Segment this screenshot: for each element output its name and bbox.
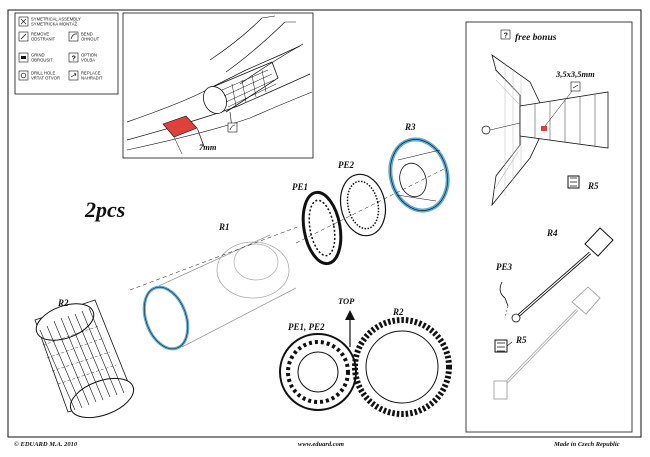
legend-item-option: ? OPTION VOLBA (68, 52, 97, 63)
sheet-border (7, 9, 642, 438)
quantity-label: 2pcs (84, 197, 125, 222)
assembly-axis (295, 167, 447, 244)
footer-origin: Made in Czech Republic (553, 441, 620, 448)
legend-text2: ODSTRANIT (31, 37, 56, 42)
legend-text2: VOLBA (81, 58, 95, 63)
legend: SYMETRICAL ASSEMBLY SYMETRICKÁ MONTÁŽ RE… (14, 12, 119, 95)
bonus-title: free bonus (515, 33, 557, 43)
legend-item-grind: GRIND OBROUSIT (18, 53, 53, 63)
pe3-part (499, 281, 509, 319)
label-r1: R1 (218, 222, 230, 232)
option-icon (500, 29, 511, 40)
label-top: TOP (338, 296, 355, 306)
footer-copyright: © EDUARD M.A. 2010 (14, 441, 78, 448)
legend-item-replace: REPLACE NAHRADIT (68, 71, 103, 81)
legend-text2: SYMETRICKÁ MONTÁŽ (31, 22, 78, 27)
bonus-red-mark (541, 126, 547, 131)
pe1-ring-part (301, 190, 343, 266)
legend-text2: OHNOUT (81, 37, 100, 42)
legend-item-symmetrical: SYMETRICAL ASSEMBLY SYMETRICKÁ MONTÁŽ (18, 17, 81, 27)
svg-text:?: ? (72, 56, 76, 63)
footer-website: www.eduard.com (298, 441, 344, 448)
label-pe1-pe2: PE1, PE2 (288, 322, 325, 332)
option-icon (68, 52, 79, 63)
detail-inset: 7mm (122, 12, 314, 159)
r3-ring-part (388, 137, 450, 213)
legend-item-bend: BEND OHNOUT (68, 31, 100, 42)
top-arrow (345, 310, 355, 347)
label-bonus-r5: R5 (587, 181, 599, 191)
legend-text: GRIND (31, 53, 45, 58)
r5-bottom-part (494, 339, 513, 353)
svg-text:?: ? (504, 33, 508, 40)
bend-icon (68, 31, 79, 42)
legend-text: REPLACE (81, 71, 101, 76)
r4-antenna-part (511, 227, 614, 323)
legend-text2: OBROUSIT (31, 58, 53, 63)
legend-text: OPTION (81, 53, 97, 58)
label-pe1: PE1 (292, 182, 308, 192)
measure-label: 7mm (199, 142, 217, 152)
aircraft-tail-view (481, 54, 609, 207)
legend-text: REMOVE (31, 32, 49, 37)
r1-cylinder-part (129, 225, 301, 351)
label-pe2: PE2 (338, 160, 355, 170)
label-r2-bottom: R2 (392, 307, 404, 317)
bend-icon (227, 122, 238, 133)
legend-text: SYMETRICAL ASSEMBLY (31, 17, 81, 22)
legend-text: BEND (81, 32, 93, 37)
r2-nozzle-part (34, 299, 135, 419)
pe1-pe2-top-view (279, 333, 357, 411)
legend-item-drill: DRILL HOLE VRTAT OTVOR (18, 70, 60, 81)
assembled-antenna-ghost (493, 286, 601, 400)
label-pe3: PE3 (496, 262, 513, 272)
pe2-ring-part (339, 173, 387, 237)
bonus-panel: ? free bonus 3,5x3,5mm R5 (465, 21, 633, 433)
bonus-size-label: 3,5x3,5mm (555, 69, 595, 79)
r5-small-part (567, 175, 580, 189)
label-r4: R4 (546, 228, 558, 238)
label-r3: R3 (404, 122, 416, 132)
legend-item-remove: REMOVE ODSTRANIT (18, 32, 56, 42)
label-r2: R2 (57, 298, 69, 308)
legend-text2: NAHRADIT (81, 76, 103, 81)
drill-hole-icon (18, 70, 29, 81)
label-bonus-r5-bottom: R5 (515, 335, 527, 345)
legend-text: DRILL HOLE (31, 71, 55, 76)
legend-text2: VRTAT OTVOR (31, 76, 60, 81)
r2-top-view (352, 317, 452, 417)
